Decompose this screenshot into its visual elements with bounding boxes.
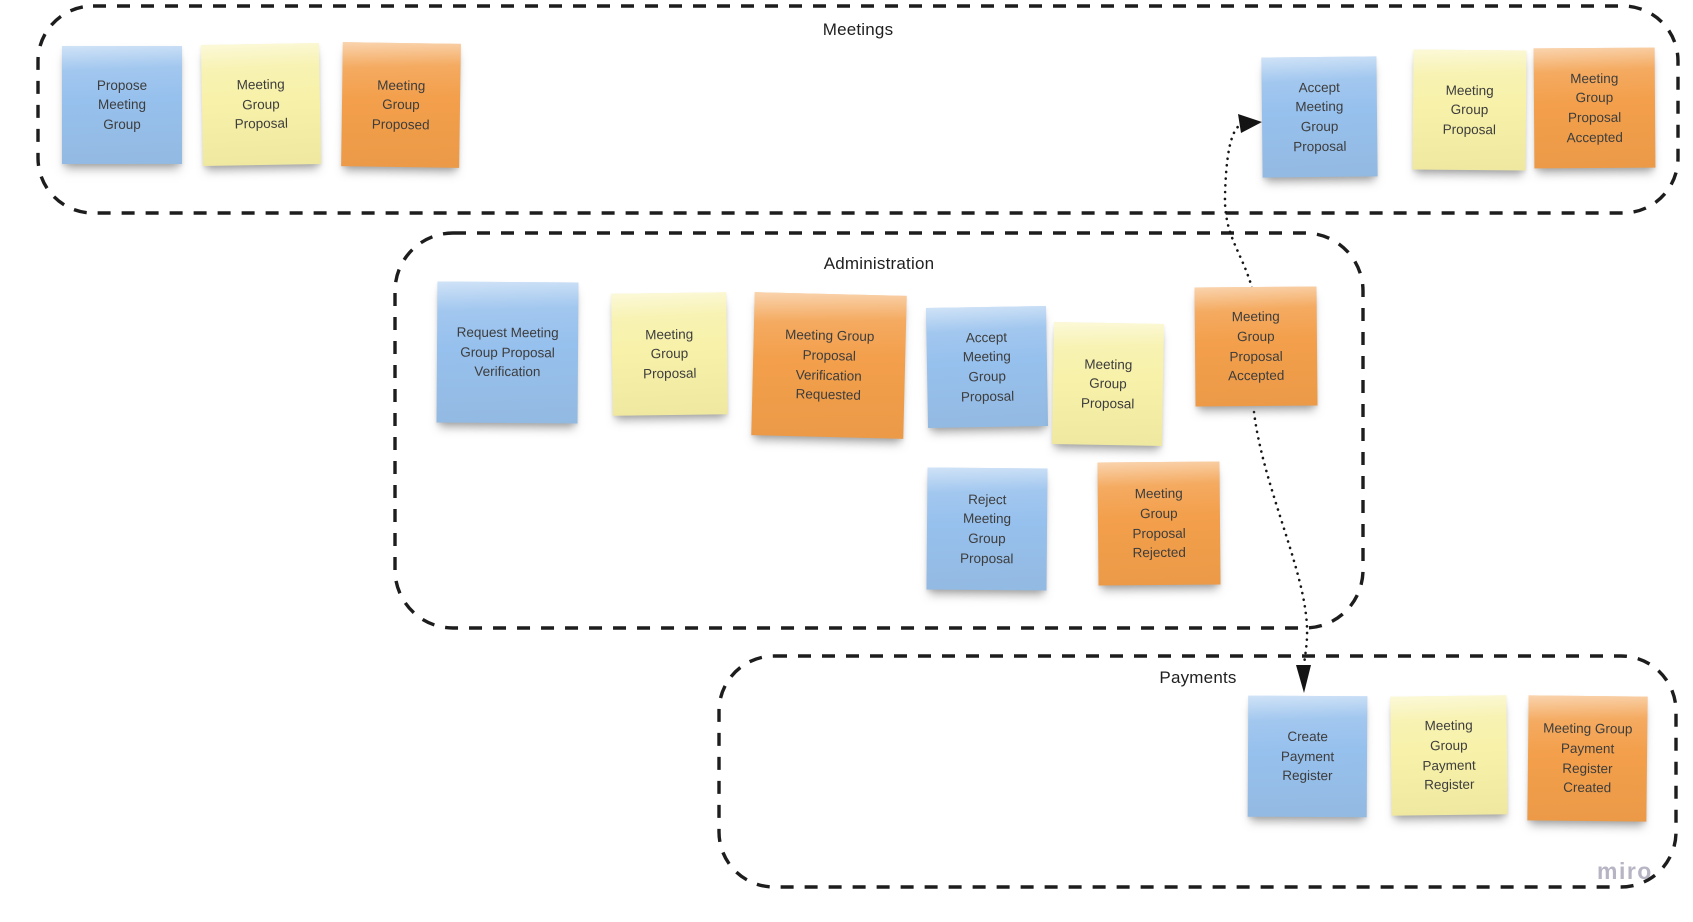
sticky-note-text: Create Payment Register xyxy=(1280,729,1335,784)
frame-title-payments[interactable]: Payments xyxy=(1159,668,1237,687)
sticky-note-text: Meeting Group Proposal Accepted xyxy=(1228,309,1285,384)
sticky-note-text: Meeting Group Proposal Verification Requ… xyxy=(784,327,875,403)
sticky-note-text: Accept Meeting Group Proposal xyxy=(1293,79,1347,154)
sticky-note-meeting-group-proposal-verification-requested[interactable]: Meeting Group Proposal Verification Requ… xyxy=(751,292,907,439)
sticky-note-text: Meeting Group Proposal Rejected xyxy=(1132,486,1186,561)
sticky-note-create-payment-register[interactable]: Create Payment Register xyxy=(1247,695,1368,818)
sticky-note-text: Meeting Group Payment Register xyxy=(1422,718,1476,793)
sticky-note-text: Accept Meeting Group Proposal xyxy=(960,329,1015,405)
sticky-note-accept-meeting-group-proposal[interactable]: Accept Meeting Group Proposal xyxy=(925,305,1049,429)
sticky-note-request-meeting-group-proposal-verification[interactable]: Request Meeting Group Proposal Verificat… xyxy=(436,281,579,424)
sticky-note-text: Meeting Group Proposed xyxy=(371,77,430,133)
sticky-note-meeting-group-proposal-rejected[interactable]: Meeting Group Proposal Rejected xyxy=(1097,461,1221,586)
sticky-note-text: Meeting Group Proposal xyxy=(643,326,697,382)
sticky-note-text: Meeting Group Payment Register Created xyxy=(1543,720,1633,796)
miro-watermark-logo: miro xyxy=(1597,858,1653,884)
sticky-note-meeting-group-payment-register-created[interactable]: Meeting Group Payment Register Created xyxy=(1527,695,1648,822)
sticky-note-meeting-group-payment-register[interactable]: Meeting Group Payment Register xyxy=(1390,695,1508,816)
frame-title-administration[interactable]: Administration xyxy=(823,254,935,273)
frame-administration-border[interactable] xyxy=(393,231,1365,630)
sticky-note-reject-meeting-group-proposal[interactable]: Reject Meeting Group Proposal xyxy=(926,467,1048,591)
sticky-note-text: Request Meeting Group Proposal Verificat… xyxy=(456,324,559,380)
frame-payments-border[interactable] xyxy=(717,654,1678,889)
sticky-note-text: Meeting Group Proposal Accepted xyxy=(1566,70,1623,145)
sticky-note-meeting-group-proposal[interactable]: Meeting Group Proposal xyxy=(1051,322,1165,446)
frame-meetings-border[interactable] xyxy=(36,4,1680,215)
sticky-note-meeting-group-proposal[interactable]: Meeting Group Proposal xyxy=(200,42,322,167)
sticky-note-meeting-group-proposal-accepted[interactable]: Meeting Group Proposal Accepted xyxy=(1533,47,1656,169)
sticky-note-meeting-group-proposal[interactable]: Meeting Group Proposal xyxy=(611,292,728,416)
connector-accepted-to-create-payment-register[interactable] xyxy=(1252,410,1311,693)
sticky-note-text: Meeting Group Proposal xyxy=(1080,356,1135,412)
sticky-note-propose-meeting-group[interactable]: Propose Meeting Group xyxy=(62,46,182,164)
sticky-note-meeting-group-proposal[interactable]: Meeting Group Proposal xyxy=(1412,49,1527,171)
sticky-note-accept-meeting-group-proposal[interactable]: Accept Meeting Group Proposal xyxy=(1261,56,1378,178)
connector-arrowhead xyxy=(1238,114,1262,133)
sticky-note-text: Meeting Group Proposal xyxy=(1442,82,1497,138)
sticky-note-meeting-group-proposed[interactable]: Meeting Group Proposed xyxy=(341,42,461,168)
sticky-note-text: Reject Meeting Group Proposal xyxy=(960,491,1014,566)
sticky-note-text: Meeting Group Proposal xyxy=(234,76,289,132)
connector-arrowhead xyxy=(1296,665,1311,693)
sticky-note-text: Propose Meeting Group xyxy=(96,77,148,132)
sticky-note-meeting-group-proposal-accepted[interactable]: Meeting Group Proposal Accepted xyxy=(1194,286,1318,407)
connector-accepted-to-accept-proposal[interactable] xyxy=(1223,114,1262,290)
frame-title-meetings[interactable]: Meetings xyxy=(822,20,894,39)
